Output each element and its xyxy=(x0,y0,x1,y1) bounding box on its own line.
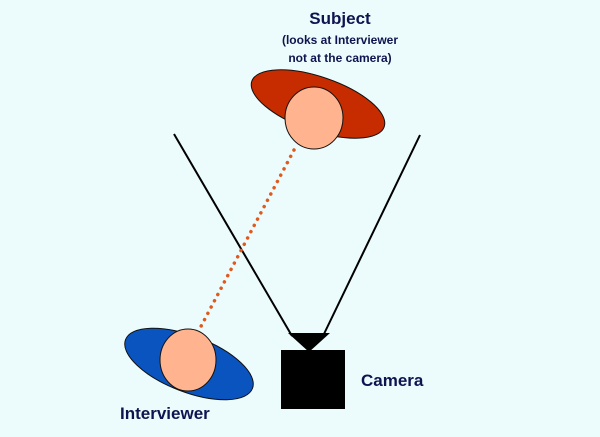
camera-label: Camera xyxy=(361,371,424,390)
subject-note-line-2: not at the camera) xyxy=(288,51,392,65)
camera-lens xyxy=(288,333,330,352)
interviewer-label: Interviewer xyxy=(120,404,210,423)
camera-view-left-line xyxy=(173,133,293,337)
interviewer-figure xyxy=(124,327,254,401)
subject-label: Subject xyxy=(309,9,371,28)
subject-sightline xyxy=(196,148,296,334)
camera-figure xyxy=(281,333,345,409)
subject-figure xyxy=(250,69,386,150)
camera-body xyxy=(281,350,345,409)
subject-head xyxy=(284,86,344,150)
interviewer-head xyxy=(159,328,217,392)
subject-note-line-1: (looks at Interviewer xyxy=(281,33,399,47)
camera-view-right-line xyxy=(322,134,421,337)
